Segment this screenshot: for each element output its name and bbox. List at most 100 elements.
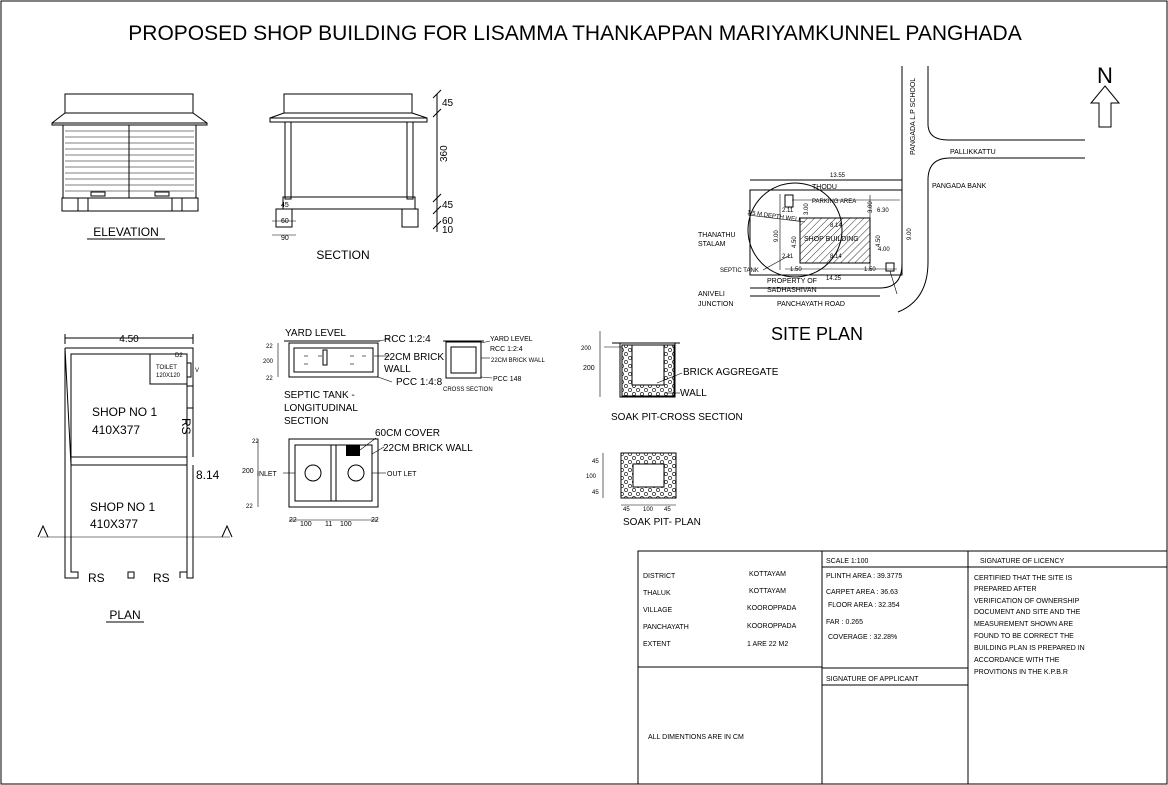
tbl-cert-6: FOUND TO BE CORRECT THE [974, 633, 1074, 640]
tbl-sig-licency: SIGNATURE OF LICENCY [980, 558, 1065, 565]
site-dim-150b: 1.50 [864, 267, 876, 273]
site-dim-1425: 14.25 [826, 276, 842, 282]
section-dim-360: 360 [439, 145, 450, 162]
septic-cross-section-drawing [443, 340, 493, 379]
septic-pcc: PCC 1:4:8 [396, 377, 443, 388]
site-prop-1: PROPERTY OF [767, 278, 817, 285]
septic-plan-dim-22b: 22 [246, 504, 253, 510]
section-dim-10: 10 [442, 225, 454, 236]
site-well: 1.5 M DEPTH WELL [747, 210, 803, 224]
soak-plan-dim-v2: 100 [586, 474, 597, 480]
tbl-note: ALL DIMENTIONS ARE IN CM [648, 734, 744, 741]
tbl-carpet: CARPET AREA : 36.63 [826, 589, 898, 596]
septic-outlet: OUT LET [387, 471, 417, 478]
soak-cross-label: SOAK PIT-CROSS SECTION [611, 412, 743, 423]
elevation-label: ELEVATION [93, 225, 159, 239]
site-dim-900a: 9.00 [774, 230, 780, 242]
soak-plan-label: SOAK PIT- PLAN [623, 517, 701, 528]
section-dim-60: 60 [442, 216, 454, 227]
site-plan-label: SITE PLAN [771, 324, 863, 344]
septic-cs-brick: 22CM BRICK WALL [491, 358, 545, 364]
soak-wall: WALL [680, 388, 707, 399]
septic-plan-dim-200: 200 [242, 468, 254, 475]
soak-plan-dim-v3: 45 [592, 490, 599, 496]
septic-label-1: SEPTIC TANK - [284, 390, 355, 401]
soak-plan-dim-h3: 45 [664, 507, 671, 513]
septic-plan-dim-22: 22 [252, 439, 259, 445]
plan-length-dim: 8.14 [196, 468, 220, 482]
floor-plan-drawing [37, 334, 233, 579]
septic-rcc: RCC 1:2:4 [384, 334, 431, 345]
site-septic: SEPTIC TANK [720, 268, 759, 274]
section-dim-90: 90 [281, 235, 289, 242]
tbl-thaluk-val: KOTTAYAM [749, 588, 786, 595]
site-dim-400: 4.00 [878, 247, 890, 253]
tbl-cert-8: ACCORDANCE WITH THE [974, 657, 1060, 664]
soak-dim-200b: 200 [583, 365, 595, 372]
plan-d2-label: D2 [175, 353, 183, 359]
section-dim-45-bottom: 45 [442, 200, 454, 211]
septic-plan-drawing [257, 437, 386, 521]
septic-label-2: LONGITUDINAL [284, 403, 358, 414]
tbl-plinth: PLINTH AREA : 39.3775 [826, 573, 902, 580]
tbl-scale: SCALE 1:100 [826, 558, 869, 565]
section-drawing [269, 89, 442, 236]
plan-width-dim: 4.50 [119, 334, 139, 345]
septic-label-3: SECTION [284, 416, 328, 427]
septic-yard-level: YARD LEVEL [285, 328, 346, 339]
site-dim-450b: 4.50 [876, 235, 882, 247]
soak-plan-dim-h1: 45 [623, 507, 630, 513]
soak-dim-200a: 200 [581, 346, 592, 352]
info-table [637, 550, 1168, 785]
tbl-far: FAR : 0.265 [826, 619, 863, 626]
plan-label: PLAN [109, 608, 140, 622]
septic-bottom-dim-3: 11 [325, 521, 332, 528]
section-dim-45-left: 45 [281, 202, 289, 209]
tbl-cert-1: CERTIFIED THAT THE SITE IS [974, 575, 1072, 582]
site-dim-814: 8.14 [830, 223, 842, 229]
site-shop: SHOP BUILDING [804, 236, 859, 243]
septic-bottom-dim-5: 22 [371, 517, 379, 524]
septic-bottom-dim-4: 100 [340, 521, 352, 528]
site-dim-900b: 9.00 [907, 228, 913, 240]
site-dim-150a: 1.50 [790, 267, 802, 273]
tbl-cert-2: PREPARED AFTER [974, 586, 1037, 593]
site-road: PANCHAYATH ROAD [777, 301, 845, 308]
site-parking: PARKING AREA [812, 199, 856, 205]
site-aniveli: ANIVELI [698, 291, 725, 298]
north-label: N [1097, 63, 1113, 88]
soak-pit-plan-drawing [602, 452, 677, 506]
drawing-title: PROPOSED SHOP BUILDING FOR LISAMMA THANK… [128, 22, 1021, 45]
septic-dim-22a: 22 [266, 344, 273, 350]
site-dim-630: 6.30 [877, 208, 889, 214]
soak-plan-dim-h2: 100 [643, 507, 654, 513]
septic-cs-label: CROSS SECTION [443, 387, 493, 393]
soak-aggregate: BRICK AGGREGATE [683, 367, 779, 378]
tbl-extent-key: EXTENT [643, 641, 671, 648]
tbl-district-val: KOTTAYAM [749, 571, 786, 578]
plan-rs-side: RS [179, 418, 193, 435]
tbl-panch-key: PANCHAYATH [643, 624, 689, 631]
tbl-cert-4: DOCUMENT AND SITE AND THE [974, 609, 1081, 616]
septic-cs-pcc: PCC 148 [493, 376, 522, 383]
septic-brick: 22CM BRICK [384, 352, 444, 363]
section-dim-45-top: 45 [442, 98, 454, 109]
plan-rs-right: RS [153, 571, 170, 585]
plan-rs-left: RS [88, 571, 105, 585]
tbl-village-key: VILLAGE [643, 607, 673, 614]
shop2-name: SHOP NO 1 [90, 500, 155, 514]
septic-plan-brick-wall: 22CM BRICK WALL [383, 443, 473, 454]
site-stalam: STALAM [698, 241, 726, 248]
septic-cs-rcc: RCC 1:2:4 [490, 346, 523, 353]
tbl-floor: FLOOR AREA : 32.354 [828, 602, 900, 609]
site-dim-814b: 8.14 [830, 254, 842, 260]
section-label: SECTION [316, 248, 369, 262]
septic-cs-yard: YARD LEVEL [490, 336, 533, 343]
shop1-name: SHOP NO 1 [92, 405, 157, 419]
section-dim-60-left: 60 [281, 218, 289, 225]
north-arrow-icon: N [1089, 63, 1121, 128]
tbl-panch-val: KOOROPPADA [747, 623, 797, 630]
tbl-extent-val: 1 ARE 22 M2 [747, 641, 788, 648]
